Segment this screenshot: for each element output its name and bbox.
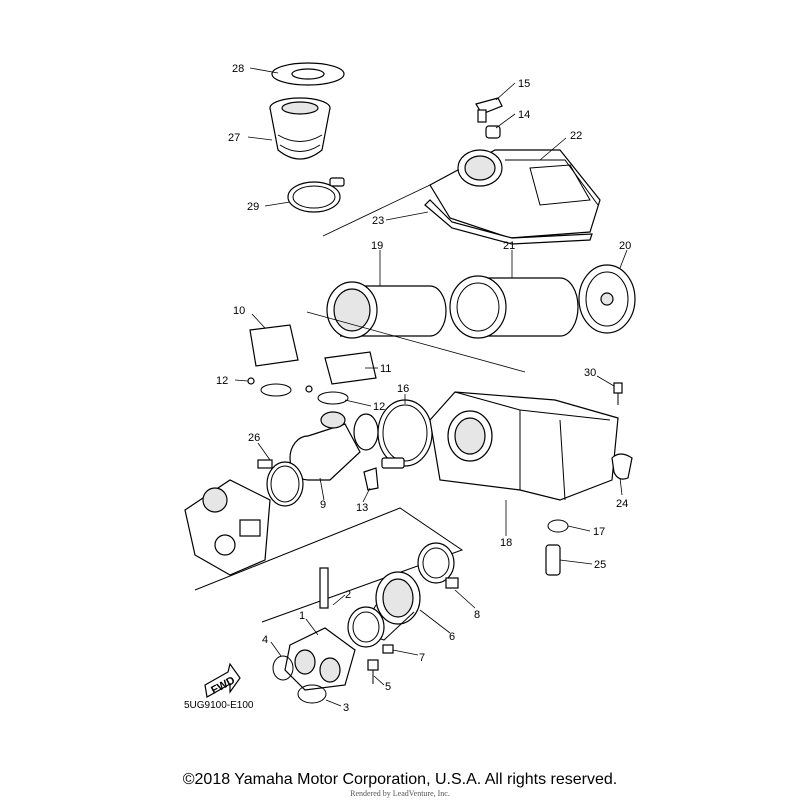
callout-6: 6 <box>449 631 455 643</box>
callout-labels: 28 27 29 15 14 22 23 19 21 20 10 11 12 1… <box>216 63 631 714</box>
part-9-joint[interactable] <box>289 411 379 481</box>
part-14-grommet[interactable] <box>485 125 501 139</box>
callout-16: 16 <box>397 383 409 395</box>
part-11-foam[interactable] <box>324 351 377 385</box>
callout-18: 18 <box>500 537 512 549</box>
callout-15: 15 <box>518 78 530 90</box>
callout-19: 19 <box>371 240 383 252</box>
part-12-clip-b[interactable] <box>305 385 349 405</box>
part-17-clip[interactable] <box>547 519 569 533</box>
callout-30: 30 <box>584 367 596 379</box>
part-3-o-ring[interactable] <box>297 684 327 704</box>
fwd-label: FWD <box>209 674 237 696</box>
part-1-manifold[interactable] <box>284 627 356 691</box>
part-8-clamp[interactable] <box>417 542 459 589</box>
lower-group-outline <box>194 507 464 623</box>
callout-21: 21 <box>503 240 515 252</box>
callout-4: 4 <box>262 634 268 646</box>
part-12-clip-a[interactable] <box>247 377 292 397</box>
part-7-clamp[interactable] <box>347 606 394 654</box>
part-10-foam[interactable] <box>249 324 299 367</box>
callout-26: 26 <box>248 432 260 444</box>
part-30-bolt[interactable] <box>613 382 623 405</box>
part-4-o-ring[interactable] <box>272 655 294 681</box>
part-15-fitting[interactable] <box>475 97 503 123</box>
part-21-filter[interactable] <box>449 275 579 339</box>
callout-14: 14 <box>518 109 530 121</box>
part-28-gasket[interactable] <box>271 62 345 86</box>
callout-17: 17 <box>593 526 605 538</box>
callout-5: 5 <box>385 681 391 693</box>
callout-9: 9 <box>320 499 326 511</box>
part-22-airbox-cover[interactable] <box>429 149 601 239</box>
copyright-notice: ©2018 Yamaha Motor Corporation, U.S.A. A… <box>182 771 618 788</box>
part-25-drain-hose[interactable] <box>545 544 561 576</box>
part-20-end-cap[interactable] <box>578 264 636 334</box>
callout-10: 10 <box>233 305 245 317</box>
callout-3: 3 <box>343 702 349 714</box>
part-18-airbox[interactable] <box>429 391 619 501</box>
part-27-funnel[interactable] <box>269 97 345 187</box>
callout-29: 29 <box>247 201 259 213</box>
callout-25: 25 <box>594 559 606 571</box>
callout-27: 27 <box>228 132 240 144</box>
fwd-arrow-icon: FWD <box>204 662 241 698</box>
callout-12-b: 12 <box>373 401 385 413</box>
part-13-clip[interactable] <box>363 467 379 491</box>
part-16-clamp[interactable] <box>377 399 433 469</box>
part-6-joint[interactable] <box>359 571 421 641</box>
callout-13: 13 <box>356 502 368 514</box>
callout-8: 8 <box>474 609 480 621</box>
leader-lines <box>234 67 628 707</box>
callout-11: 11 <box>380 363 391 375</box>
callout-12-a: 12 <box>216 375 228 387</box>
render-credit: Rendered by LeadVenture, Inc. <box>350 789 450 798</box>
callout-23: 23 <box>372 215 384 227</box>
callout-22: 22 <box>570 130 582 142</box>
carburetor-reference <box>184 479 271 576</box>
callout-24: 24 <box>616 498 628 510</box>
part-2-pin[interactable] <box>319 567 329 609</box>
part-23-seal[interactable] <box>424 199 593 245</box>
part-19-element[interactable] <box>326 281 447 339</box>
callout-7: 7 <box>419 652 425 664</box>
diagram-code: 5UG9100-E100 <box>184 700 254 711</box>
part-24-bracket[interactable] <box>611 453 633 480</box>
part-29-clamp[interactable] <box>287 181 341 213</box>
callout-1: 1 <box>299 610 305 622</box>
callout-28: 28 <box>232 63 244 75</box>
callout-2: 2 <box>345 589 351 601</box>
part-5-bolt[interactable] <box>367 659 379 684</box>
part-26-clamp[interactable] <box>257 459 304 507</box>
callout-20: 20 <box>619 240 631 252</box>
